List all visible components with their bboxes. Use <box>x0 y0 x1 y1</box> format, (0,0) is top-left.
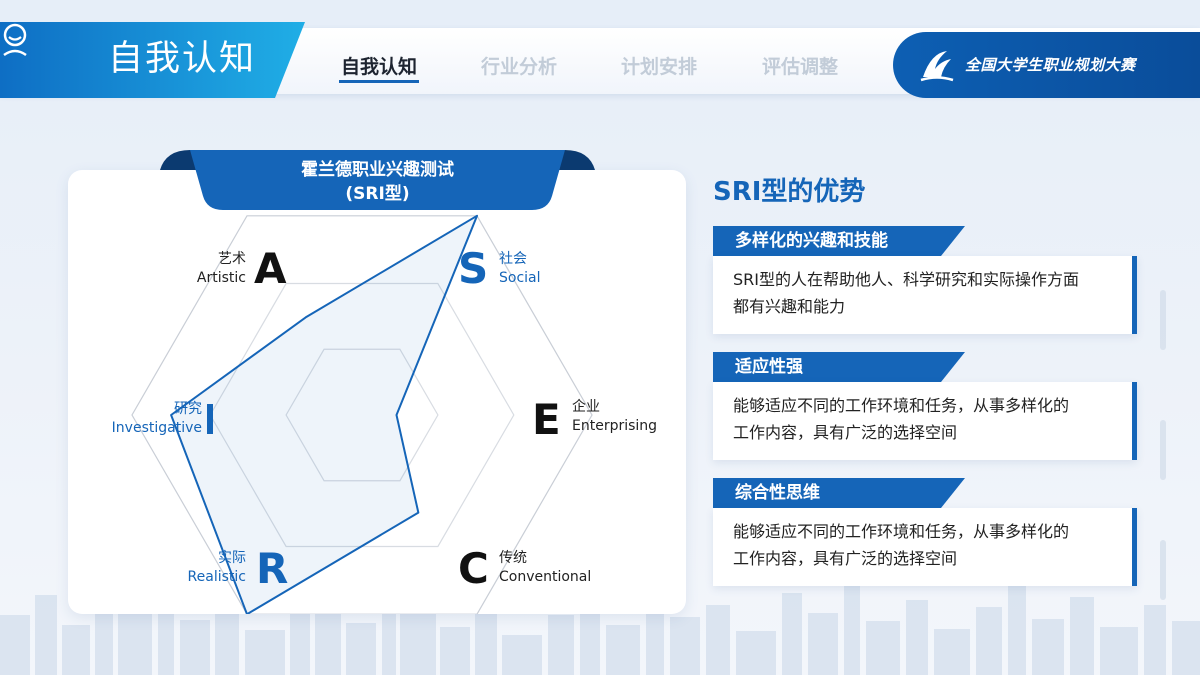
radar-grid-ring <box>209 282 515 548</box>
dim-c-cn: 传统 <box>499 550 527 566</box>
advantage-body: 能够适应不同的工作环境和任务，从事多样化的 工作内容，具有广泛的选择空间 <box>713 508 1137 586</box>
dim-c-letter: C <box>458 544 489 593</box>
dim-a-label: 艺术 Artistic <box>160 250 246 288</box>
card-title-line1: 霍兰德职业兴趣测试 <box>301 160 454 180</box>
dim-r-cn: 实际 <box>218 550 246 566</box>
advantage-body-line1: 能够适应不同的工作环境和任务，从事多样化的 <box>733 522 1070 541</box>
dim-a-en: Artistic <box>196 270 246 286</box>
dim-e-en: Enterprising <box>572 418 658 434</box>
advantage-body-line2: 都有兴趣和能力 <box>733 297 846 316</box>
dim-c-label: 传统 Conventional <box>499 549 591 587</box>
brand-badge: 全国大学生职业规划大赛 <box>893 32 1200 98</box>
holland-radar-chart <box>131 214 593 614</box>
dim-r-label: 实际 Realistic <box>150 549 246 587</box>
decorative-bar <box>1160 420 1166 480</box>
card-title: 霍兰德职业兴趣测试 (SRI型) <box>160 158 595 206</box>
section-title-tab: 自我认知 <box>0 22 305 98</box>
decorative-bar <box>1160 540 1166 600</box>
city-skyline-decoration <box>0 575 1200 675</box>
advantage-body: 能够适应不同的工作环境和任务，从事多样化的 工作内容，具有广泛的选择空间 <box>713 382 1137 460</box>
advantage-heading: 多样化的兴趣和技能 <box>735 231 888 251</box>
card-title-ribbon <box>160 150 595 210</box>
dim-i-label: 研究 Investigative <box>90 400 202 438</box>
radar-score-polygon <box>170 214 478 614</box>
advantage-body: SRI型的人在帮助他人、科学研究和实际操作方面 都有兴趣和能力 <box>713 256 1137 334</box>
advantage-body-line1: 能够适应不同的工作环境和任务，从事多样化的 <box>733 396 1070 415</box>
advantage-heading: 综合性思维 <box>735 483 820 503</box>
dim-s-label: 社会 Social <box>499 250 541 288</box>
decorative-bar <box>1160 290 1166 350</box>
holland-test-card <box>68 170 686 614</box>
dim-s-cn: 社会 <box>499 251 527 267</box>
tab-plan[interactable]: 计划安排 <box>620 56 697 78</box>
tab-industry-analysis[interactable]: 行业分析 <box>480 56 557 78</box>
advantage-body-line1: SRI型的人在帮助他人、科学研究和实际操作方面 <box>733 270 1079 289</box>
dim-e-letter: E <box>532 395 561 444</box>
dim-i-letter-bar <box>207 404 213 434</box>
dim-a-cn: 艺术 <box>218 251 246 267</box>
radar-grid-ring <box>131 215 593 614</box>
dim-a-letter: A <box>254 244 287 293</box>
advantages-title: SRI型的优势 <box>713 177 866 207</box>
advantage-body-line2: 工作内容，具有广泛的选择空间 <box>733 549 958 568</box>
person-icon <box>3 23 27 57</box>
advantage-heading-tab: 多样化的兴趣和技能 <box>713 226 965 256</box>
dim-s-en: Social <box>499 270 541 286</box>
page-title: 自我认知 <box>108 39 257 79</box>
header: 自我认知 自我认知 行业分析 计划安排 评估调整 全国大学生职业规划大赛 <box>0 22 1200 98</box>
dim-i-en: Investigative <box>111 420 202 436</box>
tab-evaluation[interactable]: 评估调整 <box>761 56 838 78</box>
advantage-heading-tab: 适应性强 <box>713 352 965 382</box>
dim-i-cn: 研究 <box>174 401 202 417</box>
card-title-line2: (SRI型) <box>345 184 410 204</box>
brand-name: 全国大学生职业规划大赛 <box>965 56 1136 74</box>
advantage-body-line2: 工作内容，具有广泛的选择空间 <box>733 423 958 442</box>
advantage-heading-tab: 综合性思维 <box>713 478 965 508</box>
active-tab-underline <box>339 80 419 83</box>
advantage-heading: 适应性强 <box>735 357 803 377</box>
tab-self-awareness[interactable]: 自我认知 <box>340 56 417 78</box>
dim-r-letter: R <box>256 544 289 593</box>
dim-r-en: Realistic <box>187 569 246 585</box>
dim-e-label: 企业 Enterprising <box>572 398 657 436</box>
dim-s-letter: S <box>458 244 489 293</box>
brand-logo-icon <box>920 51 954 82</box>
radar-grid-ring <box>285 348 439 482</box>
dim-c-en: Conventional <box>499 569 592 585</box>
dim-e-cn: 企业 <box>572 399 600 415</box>
